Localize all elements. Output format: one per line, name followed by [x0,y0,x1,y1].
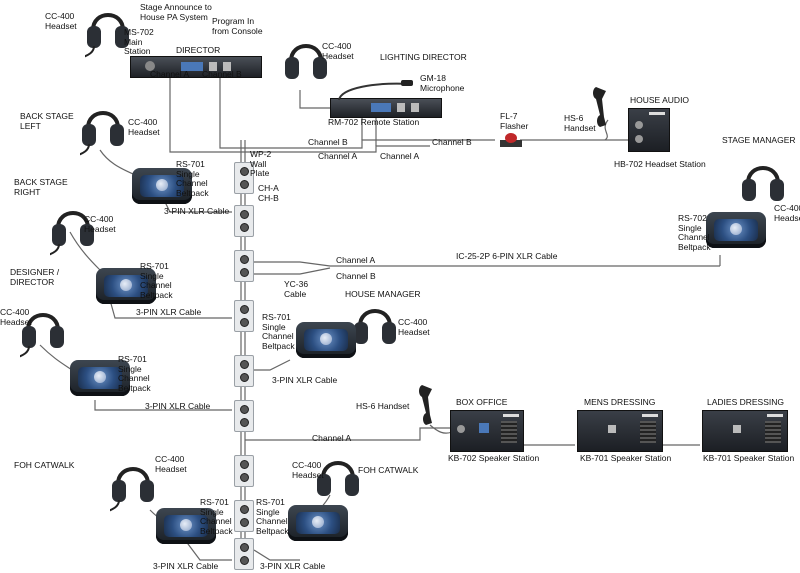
handset-icon [593,87,606,127]
label-gm18: GM-18 Microphone [420,73,465,93]
label-foh-catwalk-right: FOH CATWALK [358,465,419,475]
label-cc400-lighting: CC-400 Headset [322,41,354,61]
headset-icon [110,467,154,512]
label-xlr-bsr: 3-PIN XLR Cable [164,206,230,216]
label-stage-announce: Stage Announce to House PA System [140,2,212,22]
wall-plate [234,400,254,432]
label-cc400-hm: CC-400 Headset [398,317,430,337]
ms702-main-station [130,56,262,78]
label-foh-catwalk-left: FOH CATWALK [14,460,75,470]
label-ms702: MS-702 Main Station [124,27,154,56]
label-channel-b-mid2: Channel B [432,137,472,147]
label-house-audio: HOUSE AUDIO [630,95,690,105]
hb702-headset-station [628,108,670,152]
wall-plate [234,355,254,387]
wall-plate [234,205,254,237]
kb701-speaker-station-mens [577,410,663,452]
label-cc400-designer: CC-400 Headset [0,307,32,327]
headset-icon [285,44,327,79]
beltpack [132,168,192,204]
label-rs701-hm: RS-701 Single Channel Beltpack [262,312,295,351]
label-cha-chb: CH-A CH-B [258,183,279,203]
headset-icon [20,313,64,358]
beltpack [70,360,130,396]
label-hb702: HB-702 Headset Station [614,159,706,169]
beltpack [296,322,356,358]
label-fl7: FL-7 Flasher [500,111,529,131]
flasher-icon [500,133,522,147]
label-kb701-ladies: KB-701 Speaker Station [703,453,795,463]
label-channel-b-yc: Channel B [336,271,376,281]
label-hs6-house: HS-6 Handset [564,113,596,133]
label-rs701-designer: RS-701 Single Channel Beltpack [140,261,173,300]
beltpack [288,505,348,541]
wall-plate [234,300,254,332]
label-cc400-foh1: CC-400 Headset [155,454,187,474]
label-hs6-box: HS-6 Handset [356,401,410,411]
headset-icon [742,166,784,201]
headset-icon [50,211,94,256]
beltpack [96,268,156,304]
wall-plate [234,250,254,282]
label-house-manager: HOUSE MANAGER [345,289,421,299]
wall-plate [234,455,254,487]
beltpack [706,212,766,248]
label-cc400-bsr: CC-400 Headset [84,214,116,234]
wall-plate [234,500,254,532]
label-stage-manager: STAGE MANAGER [722,135,796,145]
kb702-speaker-station [450,410,524,452]
label-xlr-left: 3-PIN XLR Cable [145,401,211,411]
headset-icon [354,309,396,344]
label-channel-b: Channel B [202,69,242,79]
label-channel-a-yc: Channel A [336,255,376,265]
wall-plate [234,162,254,194]
label-channel-a-bottom: Channel A [312,433,352,443]
label-xlr-foh1: 3-PIN XLR Cable [153,561,219,571]
label-ladies-dressing: LADIES DRESSING [707,397,784,407]
label-channel-a-mid2: Channel A [380,151,420,161]
label-rs701-bsl: RS-701 Single Channel Beltpack [176,159,209,198]
label-kb702: KB-702 Speaker Station [448,453,540,463]
label-lighting-director: LIGHTING DIRECTOR [380,52,467,62]
label-yc36: YC-36 Cable [284,279,309,299]
label-cc400-sm: CC-400 Headset [774,203,800,223]
label-cc400-top: CC-400 Headset [45,11,77,31]
label-xlr-hm: 3-PIN XLR Cable [272,375,338,385]
headset-icon [80,111,124,156]
label-rs701-foh1: RS-701 Single Channel Beltpack [200,497,233,536]
label-rs702-sm: RS-702 Single Channel Beltpack [678,213,711,252]
label-xlr-designer: 3-PIN XLR Cable [136,307,202,317]
headset-icon [85,13,129,58]
label-director: DIRECTOR [176,45,221,55]
label-kb701-mens: KB-701 Speaker Station [580,453,672,463]
label-channel-b-mid1: Channel B [308,137,348,147]
label-wp2: WP-2 Wall Plate [250,149,272,178]
headset-icon [317,461,359,496]
rm702-remote-station [330,98,442,118]
label-cc400-foh2: CC-400 Headset [292,460,324,480]
label-mens-dressing: MENS DRESSING [584,397,656,407]
label-program-in: Program In from Console [212,16,263,36]
label-cc400-bsl: CC-400 Headset [128,117,160,137]
label-box-office: BOX OFFICE [456,397,508,407]
handset-icon [419,385,432,425]
beltpack [156,508,216,544]
label-back-stage-left: BACK STAGE LEFT [20,111,74,131]
label-channel-a-mid1: Channel A [318,151,358,161]
wall-plate [234,538,254,570]
label-rs701-foh2: RS-701 Single Channel Beltpack [256,497,289,536]
label-designer: DESIGNER / DIRECTOR [10,267,60,287]
kb701-speaker-station-ladies [702,410,788,452]
label-channel-a: Channel A [150,69,190,79]
label-back-stage-right: BACK STAGE RIGHT [14,177,68,197]
label-xlr-foh2: 3-PIN XLR Cable [260,561,326,571]
label-rm702: RM-702 Remote Station [328,117,420,127]
label-rs701-left: RS-701 Single Channel Beltpack [118,354,151,393]
microphone-icon [338,80,413,101]
label-ic25: IC-25-2P 6-PIN XLR Cable [456,251,558,261]
